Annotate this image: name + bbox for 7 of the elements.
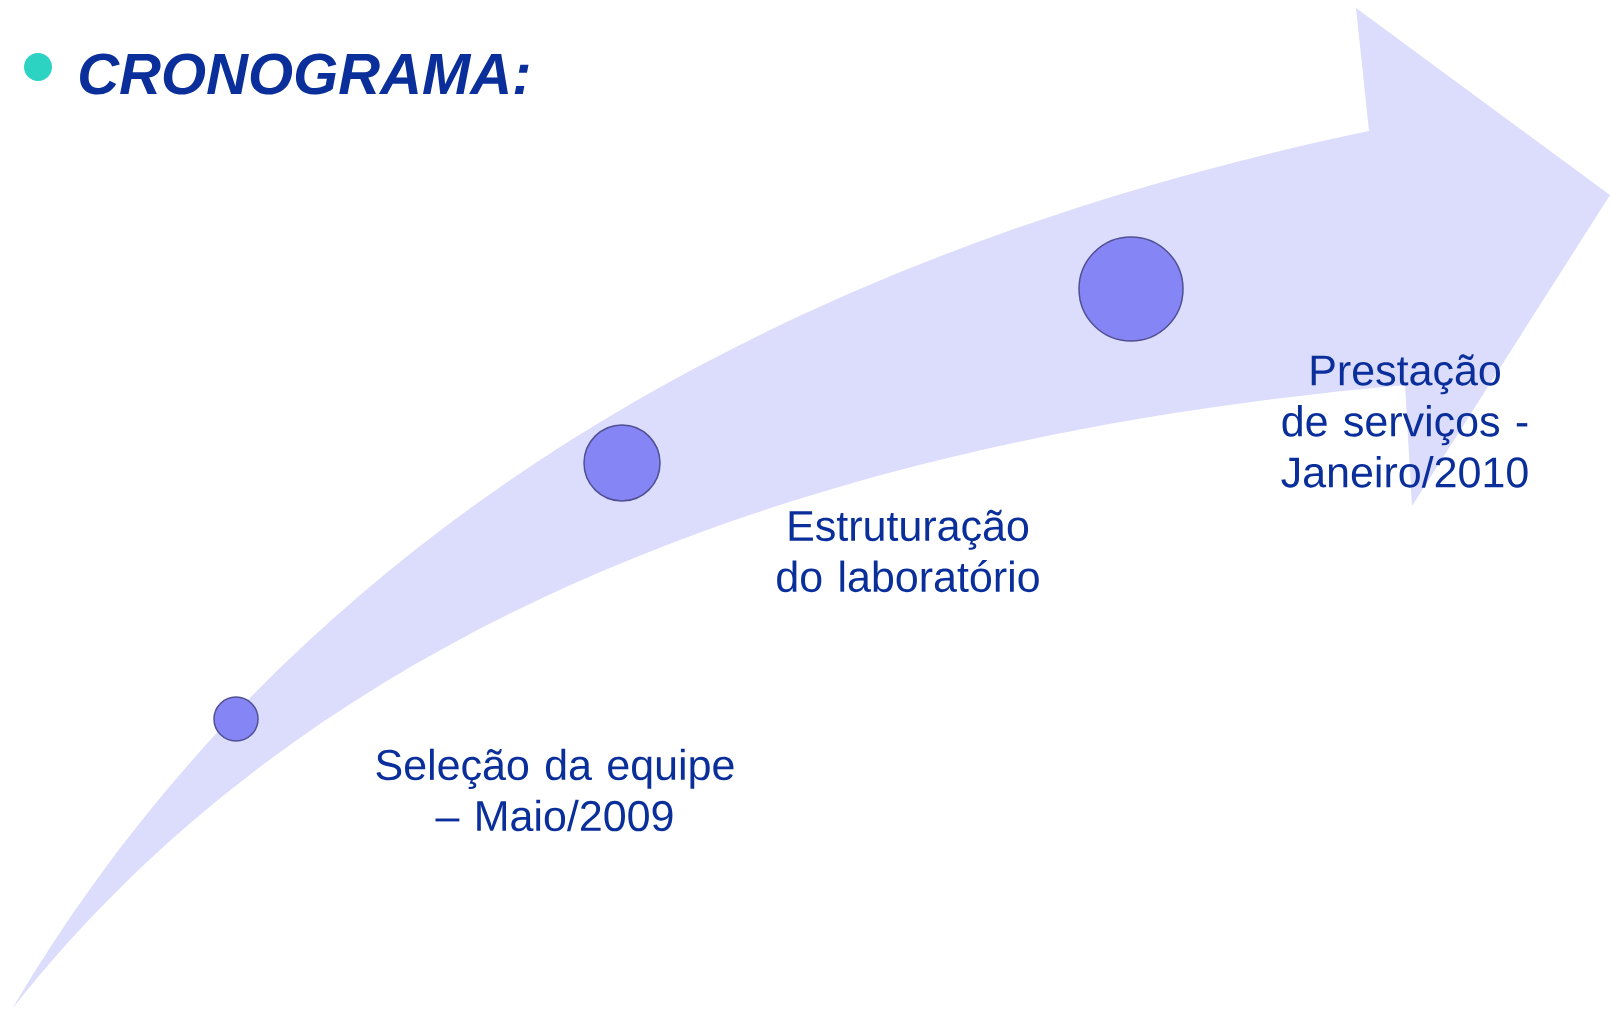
milestone-label: Prestação de serviços - Janeiro/2010 (1281, 354, 1528, 488)
circle-marker (1078, 236, 1184, 342)
circle-marker (583, 424, 661, 502)
milestone-label: Estruturação do laboratório (777, 509, 1039, 593)
circle-marker (213, 696, 259, 742)
milestone-label: Seleção da equipe – Maio/2009 (376, 748, 734, 832)
title: CRONOGRAMA: (80, 53, 529, 95)
